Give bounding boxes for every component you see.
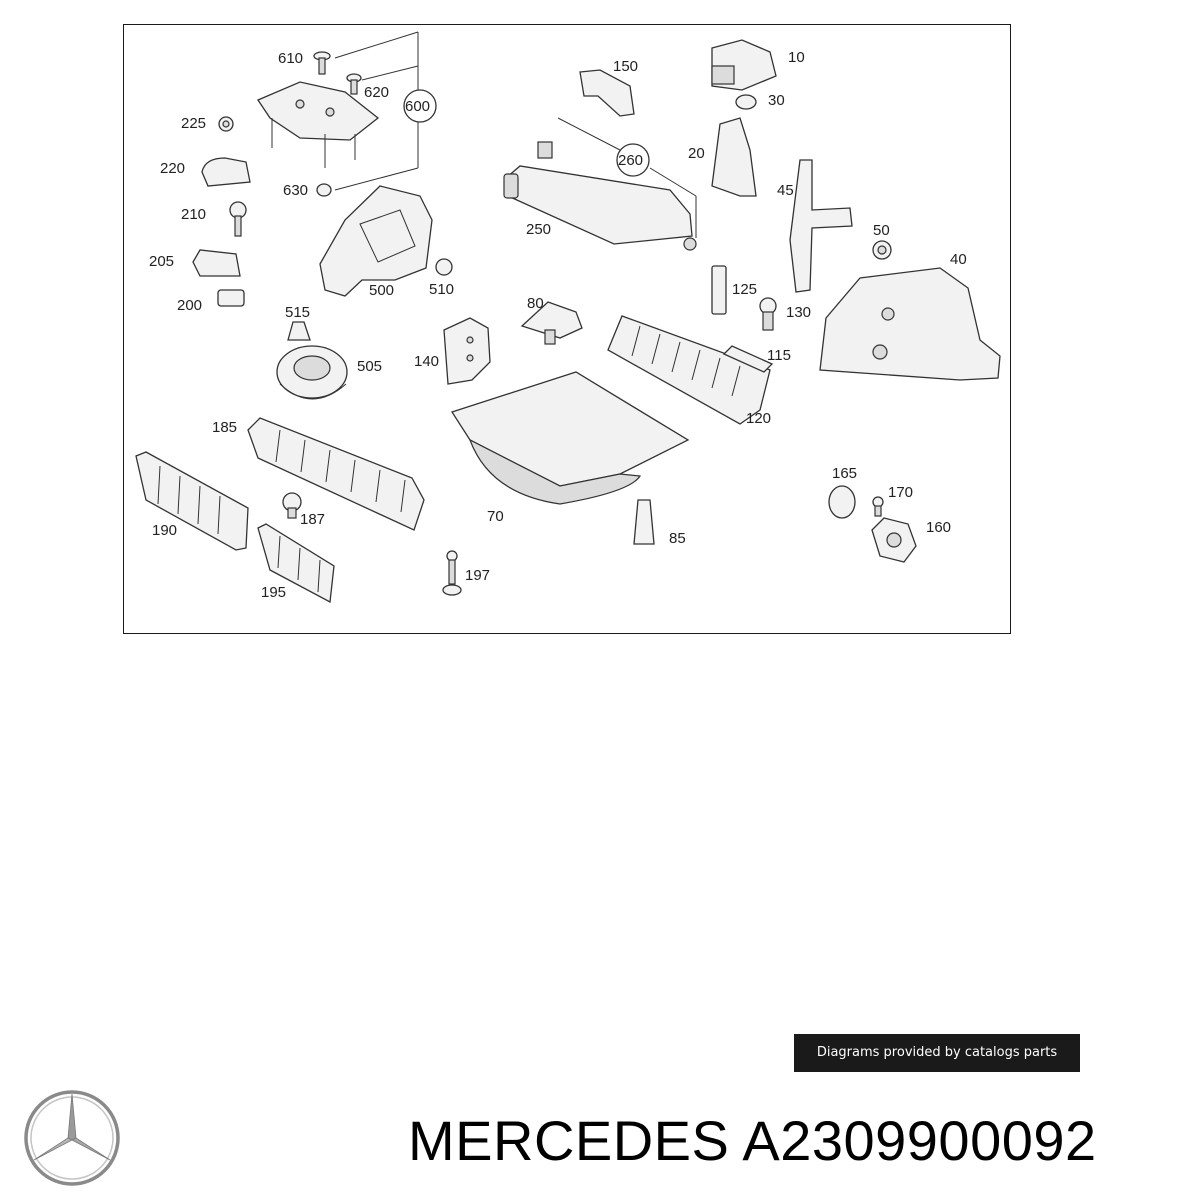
callout-165: 165 [832, 465, 857, 482]
part-130-plug [759, 297, 777, 331]
callout-30: 30 [768, 92, 785, 109]
mercedes-star-logo [24, 1090, 120, 1186]
part-505-wheel-holder [276, 345, 348, 400]
callout-120: 120 [746, 410, 771, 427]
exploded-parts-diagram: 610 620 600 225 220 630 210 205 200 150 10 30 260 20 4… [135, 31, 1001, 604]
callout-210: 210 [181, 206, 206, 223]
callout-505: 505 [357, 358, 382, 375]
part-220-cover [201, 157, 251, 187]
part-195-trim-panel [257, 523, 335, 604]
part-40-side-panel [819, 267, 1001, 381]
part-170-screw [872, 496, 884, 517]
callout-140: 140 [414, 353, 439, 370]
part-160-lamp [871, 517, 917, 563]
callout-510: 510 [429, 281, 454, 298]
callout-160: 160 [926, 519, 951, 536]
callout-150: 150 [613, 58, 638, 75]
part-150-handle [579, 69, 635, 117]
callout-45: 45 [777, 182, 794, 199]
part-120-sill [607, 315, 771, 425]
part-500-bracket [319, 185, 433, 297]
callout-250: 250 [526, 221, 551, 238]
callout-circle-600 [403, 89, 437, 123]
callout-125: 125 [732, 281, 757, 298]
brand-name: MERCEDES [408, 1109, 730, 1172]
part-630-nut [316, 183, 332, 197]
part-80-bracket [520, 301, 583, 345]
callout-185: 185 [212, 419, 237, 436]
part-510-nut [435, 258, 453, 276]
part-20-trim [711, 117, 757, 197]
part-50-grommet [872, 240, 892, 260]
callout-225: 225 [181, 115, 206, 132]
callout-500: 500 [369, 282, 394, 299]
callout-190: 190 [152, 522, 177, 539]
callout-50: 50 [873, 222, 890, 239]
part-200-clip [217, 289, 245, 307]
part-10-bracket [711, 39, 777, 91]
callout-85: 85 [669, 530, 686, 547]
leader-lines-260 [557, 117, 697, 238]
callout-187: 187 [300, 511, 325, 528]
credit-badge: Diagrams provided by catalogs parts [794, 1034, 1080, 1072]
callout-200: 200 [177, 297, 202, 314]
callout-circle-260 [616, 143, 650, 177]
part-115-strip [722, 345, 774, 373]
part-250-roller-blind [503, 141, 697, 251]
callout-600: 600 [405, 98, 430, 115]
part-45-frame [789, 159, 853, 293]
callout-220: 220 [160, 160, 185, 177]
callout-630: 630 [283, 182, 308, 199]
callout-40: 40 [950, 251, 967, 268]
callout-195: 195 [261, 584, 286, 601]
part-600-mounting-plate [257, 81, 380, 168]
part-210-screw [229, 201, 247, 237]
callout-20: 20 [688, 145, 705, 162]
part-number: A2309900092 [742, 1109, 1097, 1172]
callout-10: 10 [788, 49, 805, 66]
part-140-bracket [443, 317, 491, 385]
callout-260: 260 [618, 152, 643, 169]
part-30-nut [735, 94, 757, 110]
part-85-bumper [633, 499, 655, 545]
part-515-clip [287, 321, 311, 341]
callout-115: 115 [767, 347, 791, 364]
part-190-trim-panel [135, 451, 249, 551]
part-125-clip [711, 265, 727, 315]
brand-title: MERCEDES A2309900092 [408, 1108, 1097, 1173]
callout-610: 610 [278, 50, 303, 67]
part-205-clip [192, 249, 241, 277]
callout-130: 130 [786, 304, 811, 321]
callout-70: 70 [487, 508, 504, 525]
callout-80: 80 [527, 295, 544, 312]
part-197-bolt [442, 550, 462, 596]
callout-170: 170 [888, 484, 913, 501]
part-187-clip [282, 492, 302, 519]
callout-labels: 610 620 600 225 220 630 210 205 200 150 10 30 260 20 4… [149, 49, 967, 601]
part-70-floor-tub [450, 371, 690, 505]
part-225-nut [218, 116, 234, 132]
part-165-socket [828, 485, 856, 519]
part-185-trim-panel [247, 417, 425, 531]
part-620-screw [346, 73, 362, 95]
callout-197: 197 [465, 567, 490, 584]
callout-205: 205 [149, 253, 174, 270]
callout-515: 515 [285, 304, 310, 321]
callout-620: 620 [364, 84, 389, 101]
part-610-screw [313, 51, 331, 75]
